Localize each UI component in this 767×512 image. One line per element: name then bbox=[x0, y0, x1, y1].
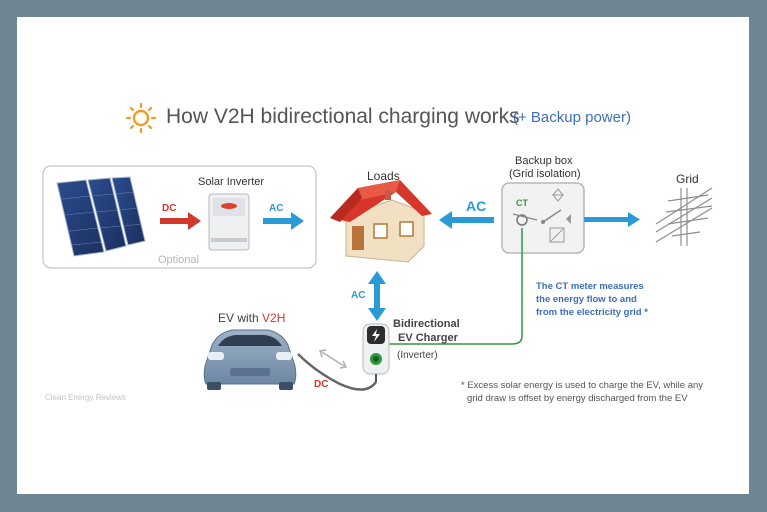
ct-wire bbox=[386, 228, 523, 345]
ac-label-vertical: AC bbox=[351, 290, 366, 301]
ev-label-v2h: V2H bbox=[262, 311, 286, 325]
dc-label-bottom: DC bbox=[314, 379, 329, 390]
diagram-title: How V2H bidirectional charging works bbox=[166, 105, 520, 128]
ct-note-line1: The CT meter measures bbox=[536, 281, 644, 292]
optional-label: Optional bbox=[158, 254, 199, 266]
solar-inverter-label: Solar Inverter bbox=[198, 176, 265, 188]
ac-label-top: AC bbox=[269, 203, 284, 214]
ev-label-prefix: EV with bbox=[218, 311, 263, 325]
house-icon bbox=[330, 180, 432, 263]
ac-arrow-vertical bbox=[368, 271, 386, 321]
diagram-subtitle: (+ Backup power) bbox=[513, 109, 631, 126]
backup-box-label: Backup box bbox=[515, 155, 573, 167]
grid-tower-icon bbox=[655, 187, 713, 246]
ev-label: EV with V2H bbox=[218, 311, 285, 325]
car-icon bbox=[203, 329, 297, 390]
loads-label: Loads bbox=[367, 169, 400, 183]
footnote-line1: * Excess solar energy is used to charge … bbox=[461, 380, 704, 391]
ct-note-line3: from the electricity grid * bbox=[536, 307, 648, 318]
grid-label: Grid bbox=[676, 172, 699, 186]
ev-cable bbox=[297, 353, 378, 391]
backup-box-sublabel: (Grid isolation) bbox=[509, 168, 581, 180]
dc-arrow-car bbox=[319, 349, 348, 369]
optional-solar-group bbox=[42, 165, 317, 269]
charger-label-line1: Bidirectional bbox=[393, 318, 460, 330]
solar-panel-icon bbox=[56, 176, 146, 257]
ev-charger-icon bbox=[362, 323, 390, 382]
inverter-icon bbox=[208, 193, 250, 251]
footnote-line2: grid draw is offset by energy discharged… bbox=[467, 393, 688, 404]
dc-arrow-solar bbox=[160, 212, 201, 230]
ac-arrow-backup-grid bbox=[584, 212, 640, 227]
charger-label-line3: (Inverter) bbox=[397, 350, 438, 361]
ac-label-big: AC bbox=[466, 198, 487, 214]
ct-note-line2: the energy flow to and bbox=[536, 294, 637, 305]
ac-arrow-solar bbox=[263, 212, 304, 230]
ct-label: CT bbox=[516, 198, 528, 208]
ac-arrow-house-backup bbox=[439, 211, 494, 229]
backup-box-icon bbox=[501, 182, 585, 254]
sun-icon bbox=[125, 102, 157, 134]
charger-label-line2: EV Charger bbox=[398, 332, 458, 344]
watermark: Clean Energy Reviews bbox=[45, 393, 126, 402]
dc-label-top: DC bbox=[162, 203, 177, 214]
